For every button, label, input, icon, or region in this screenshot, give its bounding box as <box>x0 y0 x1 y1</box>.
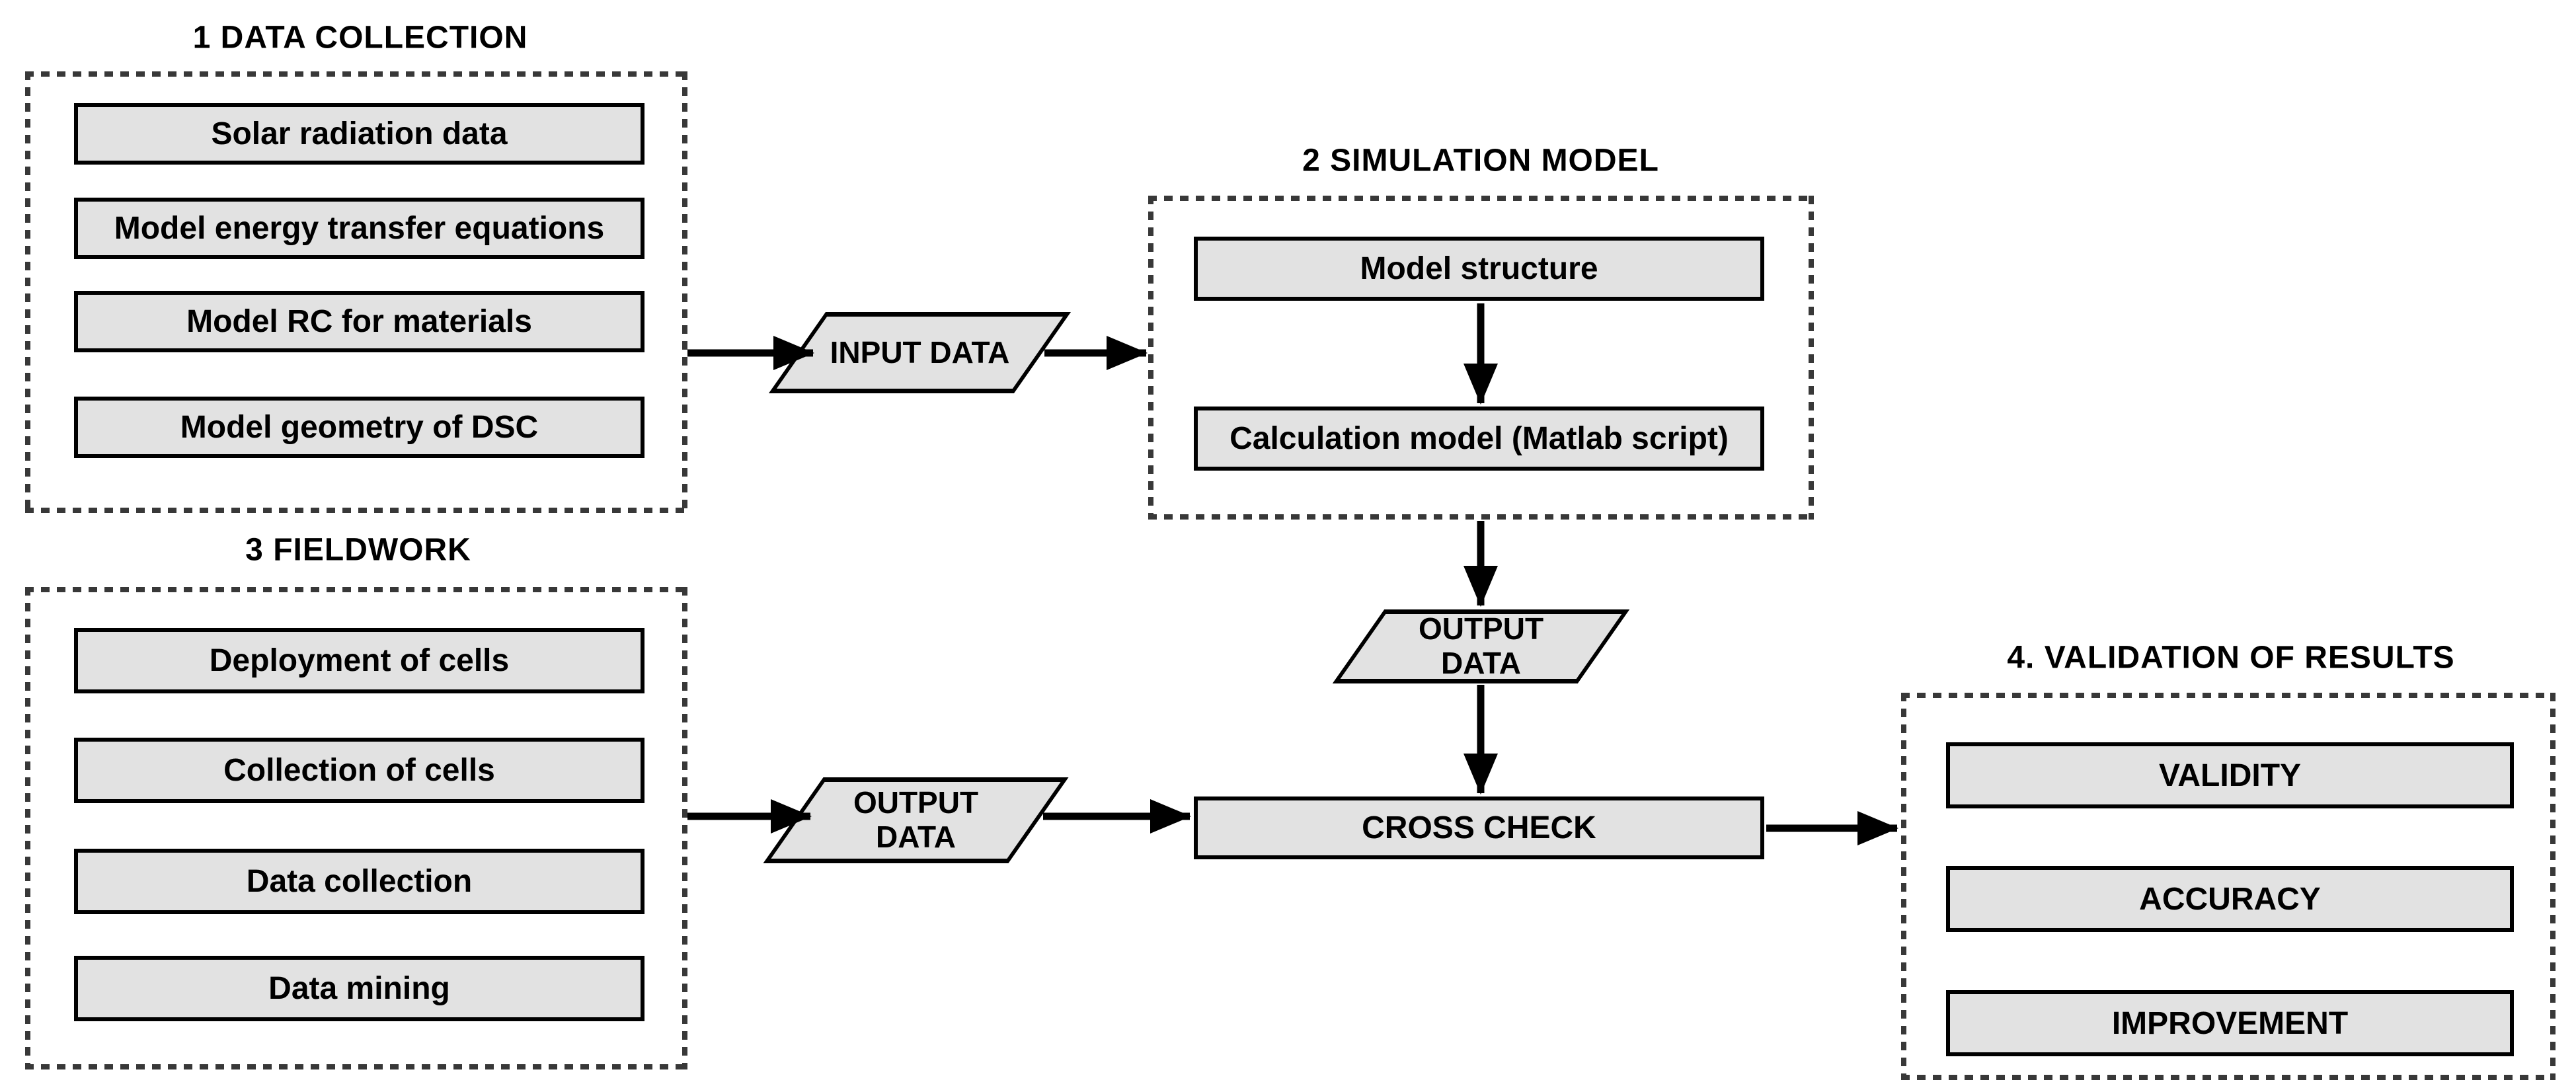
group-title-validation-of-results: 4. VALIDATION OF RESULTS <box>2007 640 2455 676</box>
input-data-label: INPUT DATA <box>830 334 1010 369</box>
node-data-collection: Data collection <box>74 849 644 914</box>
output-data-simulation-label-line1: OUTPUT <box>1418 611 1544 646</box>
node-calculation-model-matlab-script: Calculation model (Matlab script) <box>1194 407 1764 471</box>
node-model-rc-for-materials: Model RC for materials <box>74 291 644 352</box>
node-collection-of-cells: Collection of cells <box>74 738 644 803</box>
node-solar-radiation-data: Solar radiation data <box>74 103 644 165</box>
node-model-structure: Model structure <box>1194 237 1764 301</box>
node-output-data-fieldwork: OUTPUT DATA <box>763 777 1069 863</box>
node-improvement: IMPROVEMENT <box>1946 990 2514 1056</box>
group-title-simulation-model: 2 SIMULATION MODEL <box>1302 143 1659 178</box>
node-accuracy: ACCURACY <box>1946 866 2514 932</box>
output-data-fieldwork-label-line1: OUTPUT <box>853 785 979 820</box>
output-data-simulation-label-line2: DATA <box>1441 646 1521 680</box>
node-data-mining: Data mining <box>74 956 644 1021</box>
node-input-data: INPUT DATA <box>768 312 1072 393</box>
node-validity: VALIDITY <box>1946 742 2514 808</box>
node-cross-check: CROSS CHECK <box>1194 797 1764 859</box>
group-title-fieldwork: 3 FIELDWORK <box>245 532 471 568</box>
node-model-geometry-of-dsc: Model geometry of DSC <box>74 397 644 458</box>
output-data-fieldwork-label-line2: DATA <box>876 820 956 854</box>
node-model-energy-transfer-equations: Model energy transfer equations <box>74 198 644 259</box>
node-output-data-simulation: OUTPUT DATA <box>1332 609 1630 683</box>
node-deployment-of-cells: Deployment of cells <box>74 628 644 693</box>
group-title-data-collection: 1 DATA COLLECTION <box>192 20 528 56</box>
